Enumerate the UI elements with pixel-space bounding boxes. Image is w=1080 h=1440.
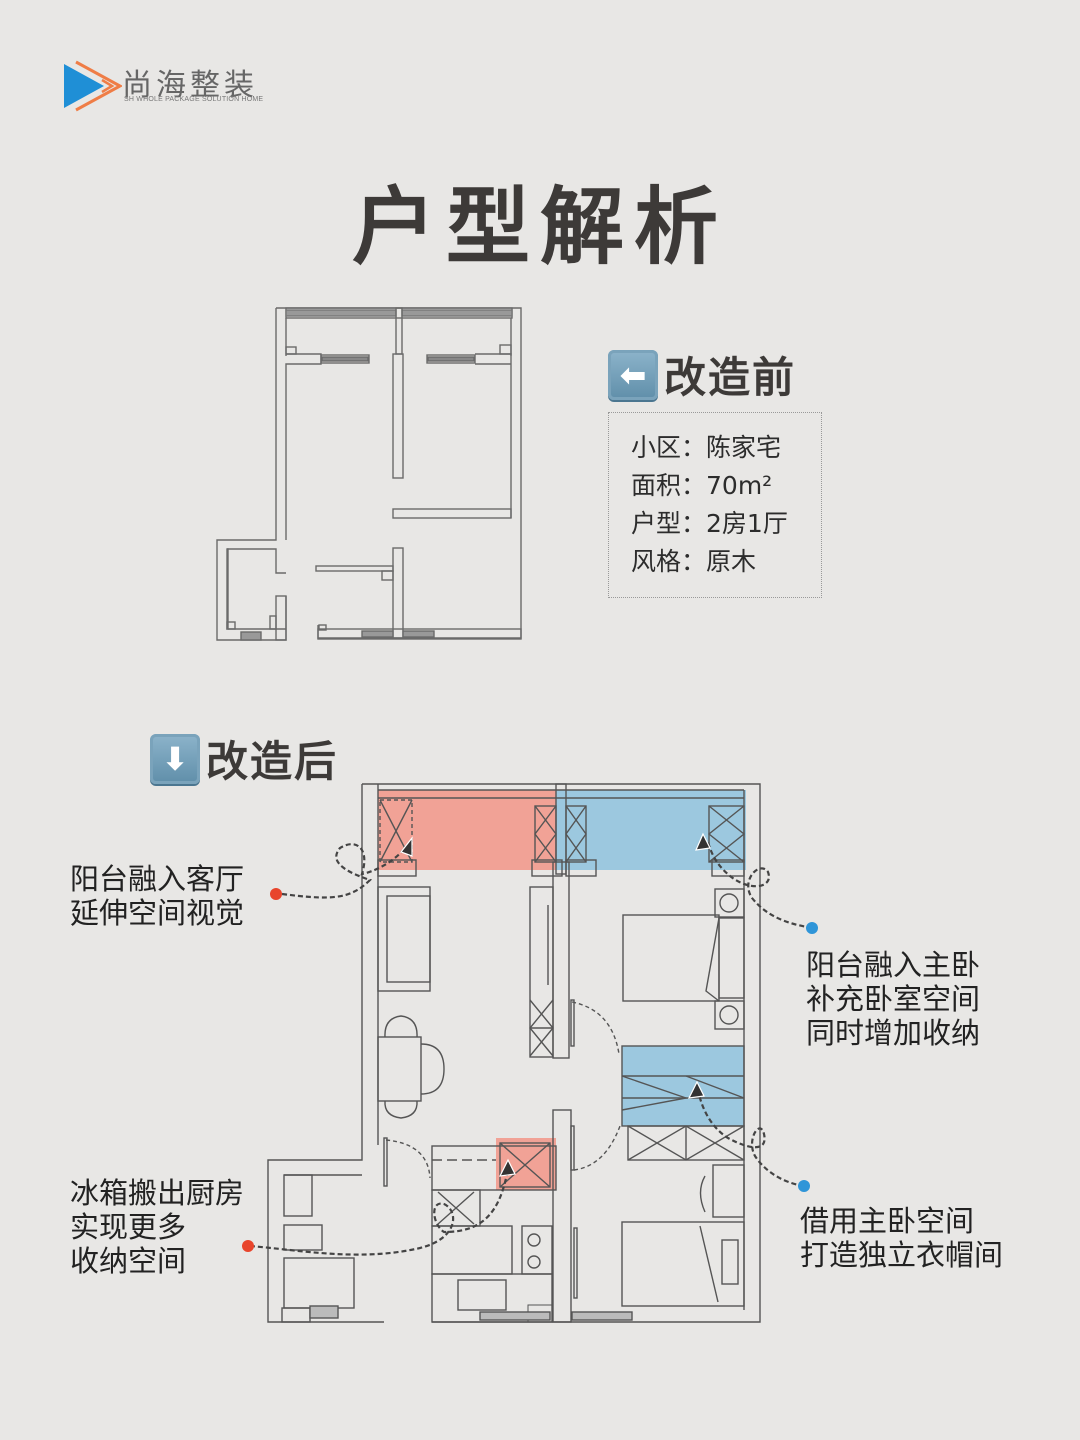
info-value: 原木 <box>706 547 757 576</box>
info-row-style: 风格：原木 <box>631 543 821 581</box>
annotation-line: 打造独立衣帽间 <box>800 1238 1004 1272</box>
annotation-line: 收纳空间 <box>70 1244 187 1278</box>
play-logo-icon <box>64 60 122 112</box>
brand-name: 尚海整装 <box>122 68 258 103</box>
annotation-line: 阳台融入主卧 <box>806 948 981 982</box>
blue-marker-dot <box>806 922 818 934</box>
info-label: 户型： <box>631 509 707 538</box>
annotation-cloakroom: 借用主卧空间 打造独立衣帽间 <box>800 1204 1003 1272</box>
annotation-line: 阳台融入客厅 <box>70 862 245 896</box>
page-title: 户型解析 <box>351 177 728 276</box>
after-heading: ⬇ 改造后 <box>150 728 338 789</box>
red-marker-dot <box>270 888 282 900</box>
brand-logo: 尚海整装 SH WHOLE PACKAGE SOLUTION HOME <box>62 56 282 116</box>
info-value: 2房1厅 <box>706 509 788 538</box>
red-marker-dot <box>242 1240 254 1252</box>
annotation-master-balcony: 阳台融入主卧 补充卧室空间 同时增加收纳 <box>806 948 980 1050</box>
down-arrow-key-icon: ⬇ <box>150 733 200 784</box>
annotation-line: 补充卧室空间 <box>806 982 981 1016</box>
annotation-living-balcony: 阳台融入客厅 延伸空间视觉 <box>70 862 244 930</box>
after-label: 改造后 <box>206 737 339 786</box>
annotation-fridge: 冰箱搬出厨房 实现更多 收纳空间 <box>70 1176 244 1278</box>
brand-tagline: SH WHOLE PACKAGE SOLUTION HOME <box>124 96 264 103</box>
property-info-box: 小区：陈家宅 面积：70m² 户型：2房1厅 风格：原木 <box>608 412 822 598</box>
cloakroom-highlight <box>622 1046 744 1126</box>
annotation-line: 实现更多 <box>70 1210 187 1244</box>
info-row-layout: 户型：2房1厅 <box>631 505 821 543</box>
info-label: 风格： <box>631 547 707 576</box>
annotation-line: 冰箱搬出厨房 <box>70 1176 245 1210</box>
info-label: 小区： <box>631 433 707 462</box>
info-value: 70m² <box>706 471 773 500</box>
info-row-community: 小区：陈家宅 <box>631 429 821 467</box>
info-label: 面积： <box>631 471 707 500</box>
info-value: 陈家宅 <box>706 433 782 462</box>
living-balcony-highlight <box>378 790 556 870</box>
annotation-line: 延伸空间视觉 <box>70 896 245 930</box>
before-heading: ⬅ 改造前 <box>608 344 796 405</box>
annotation-line: 借用主卧空间 <box>800 1204 975 1238</box>
blue-marker-dot <box>798 1180 810 1192</box>
before-label: 改造前 <box>664 353 797 402</box>
info-row-area: 面积：70m² <box>631 467 821 505</box>
master-balcony-highlight <box>556 790 746 870</box>
left-arrow-key-icon: ⬅ <box>608 349 658 400</box>
annotation-line: 同时增加收纳 <box>806 1016 981 1050</box>
